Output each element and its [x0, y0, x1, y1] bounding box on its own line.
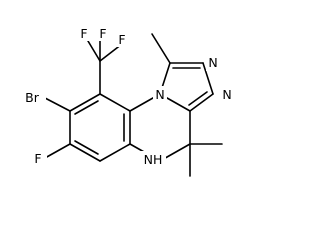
atom-f-top-right: F [96, 25, 110, 41]
bond-c1-c2 [69, 93, 101, 112]
atom-fluoro: F [29, 150, 47, 167]
bond-c6-c1 [99, 93, 131, 112]
bond-c1-c2-inner [74, 100, 99, 115]
atom-n-fused: N [153, 86, 167, 103]
atom-bromo-label: Br [25, 90, 40, 105]
bond-c3-c4 [69, 143, 101, 162]
atom-f-top-left-label: F [80, 26, 87, 41]
atom-amine-nh: NH [140, 151, 166, 168]
atom-n-upper-right: N [206, 54, 220, 71]
bond-layer [44, 33, 223, 177]
atom-n-right-label: N [222, 87, 231, 102]
atom-n-fused-label: N [155, 87, 164, 102]
atom-f-top-left: F [77, 25, 91, 41]
atom-n-upper-right-label: N [208, 55, 217, 70]
bond-c4-c5 [99, 143, 131, 162]
atom-f-top-right-label: F [99, 26, 106, 41]
bond-c3-c4-inner [74, 140, 99, 155]
bond-c2-br [44, 97, 71, 112]
bond-c3-f [44, 143, 71, 159]
atom-f-right: F [115, 31, 129, 47]
atom-bromo: Br [20, 89, 46, 106]
molecule-structure: F F F Br F N N N [20, 25, 234, 177]
bond-n2-n3 [202, 62, 214, 95]
atom-amine-nh-label: NH [144, 152, 163, 167]
bond-n3-c9a [189, 93, 214, 112]
atom-n-right: N [220, 86, 234, 103]
atom-fluoro-label: F [34, 151, 41, 166]
label-layer: F F F Br F N N N [20, 25, 234, 168]
bond-triazole-methyl [151, 33, 171, 64]
bond-n3-c9a-inner [188, 91, 208, 106]
atom-f-right-label: F [118, 32, 125, 47]
